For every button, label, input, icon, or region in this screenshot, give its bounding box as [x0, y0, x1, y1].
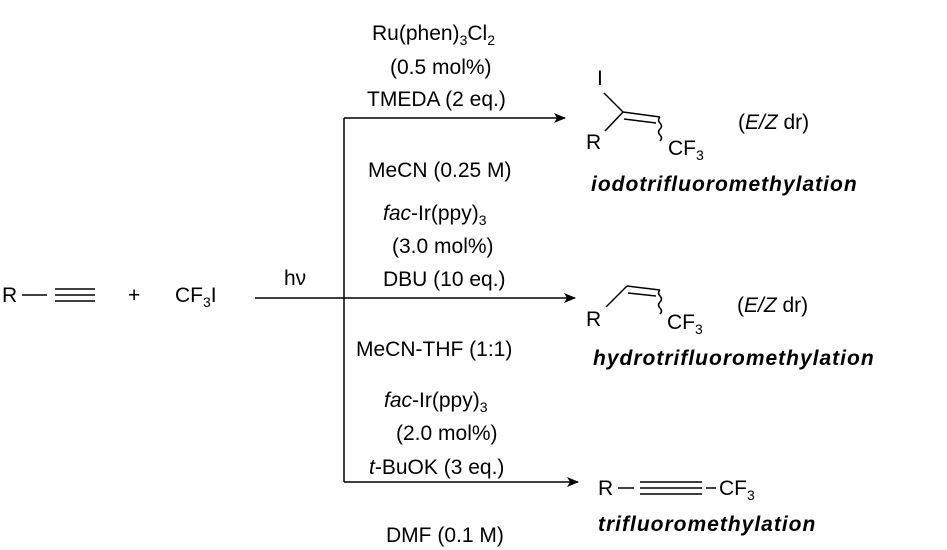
- path3-cf3-label: CF3: [719, 477, 755, 503]
- light-symbol: hν: [284, 267, 306, 290]
- alkyne-r-label: R: [2, 284, 17, 307]
- path3-conditions: fac-Ir(ppy)3 (2.0 mol%) t-BuOK (3 eq.) D…: [369, 389, 504, 547]
- path2-double-bond-2: [627, 292, 657, 297]
- path2-conditions: fac-Ir(ppy)3 (3.0 mol%) DBU (10 eq.) MeC…: [356, 202, 512, 361]
- path1-additive: TMEDA (2 eq.): [367, 88, 506, 111]
- path1-solvent: MeCN (0.25 M): [368, 159, 512, 182]
- path2-cf3-label: CF3: [667, 311, 703, 337]
- path1-reaction-name: iodotrifluoromethylation: [591, 173, 858, 196]
- path1-double-bond-1: [622, 111, 661, 118]
- path1-product: I R CF3 (E/Z dr) iodotrifluoromethylatio…: [586, 67, 858, 196]
- path1-dr: (E/Z dr): [738, 111, 809, 134]
- path3-solvent: DMF (0.1 M): [386, 524, 504, 547]
- path1-conditions: Ru(phen)3Cl2 (0.5 mol%) TMEDA (2 eq.) Me…: [367, 22, 512, 182]
- path3-reaction-name: trifluoromethylation: [598, 513, 816, 536]
- plus-sign: +: [128, 284, 140, 307]
- path1-cf3-label: CF3: [668, 137, 704, 163]
- alkyne-reactant: R: [2, 284, 95, 307]
- path3-product: R CF3 trifluoromethylation: [598, 477, 816, 536]
- path1-wavy-bond: [657, 116, 663, 142]
- cf3i-reagent: CF3I: [175, 284, 217, 310]
- path1-c-r-bond: [604, 111, 624, 132]
- path3-catalyst: fac-Ir(ppy)3: [384, 389, 488, 415]
- path1-r-label: R: [586, 131, 601, 154]
- path2-catalyst: fac-Ir(ppy)3: [383, 202, 487, 228]
- path3-loading: (2.0 mol%): [396, 422, 498, 445]
- path2-r-label: R: [586, 308, 601, 331]
- path3-r-label: R: [598, 477, 613, 500]
- path1-c-i-bond: [603, 92, 624, 113]
- path2-reaction-name: hydrotrifluoromethylation: [593, 347, 875, 370]
- path2-wavy-bond: [657, 289, 663, 315]
- path1-iodo-label: I: [597, 67, 603, 90]
- path2-double-bond-1: [626, 285, 661, 291]
- path2-additive: DBU (10 eq.): [383, 268, 506, 291]
- path1-loading: (0.5 mol%): [390, 56, 492, 79]
- path2-product: R CF3 (E/Z dr) hydrotrifluoromethylation: [586, 285, 875, 370]
- path2-loading: (3.0 mol%): [392, 235, 494, 258]
- path1-double-bond-2: [623, 118, 657, 124]
- path2-c-r-bond: [605, 285, 628, 308]
- path2-dr: (E/Z dr): [737, 294, 808, 317]
- path1-catalyst: Ru(phen)3Cl2: [372, 22, 495, 48]
- path3-additive: t-BuOK (3 eq.): [369, 456, 504, 479]
- path2-solvent: MeCN-THF (1:1): [356, 338, 512, 361]
